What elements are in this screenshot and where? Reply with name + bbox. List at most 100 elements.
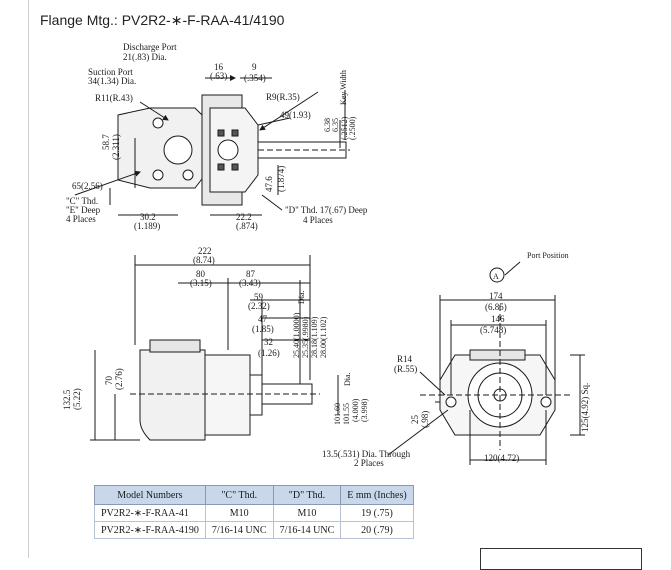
svg-text:21(.83) Dia.: 21(.83) Dia. [123,52,167,62]
svg-text:(1.189): (1.189) [134,221,160,231]
svg-text:(R.55): (R.55) [394,364,417,374]
drawing-frame [28,0,671,558]
svg-text:(2.32): (2.32) [248,301,270,311]
table-row: PV2R2-∗-F-RAA-41 M10 M10 19 (.75) [94,504,414,522]
svg-text:2 Places: 2 Places [354,458,384,468]
svg-text:80: 80 [196,269,206,279]
cell-d-thd: M10 [272,504,342,522]
svg-text:25.35(.9980): 25.35(.9980) [301,316,310,358]
svg-text:(.874): (.874) [236,221,258,231]
side-port [149,339,201,353]
technical-drawing: Discharge Port 21(.83) Dia. Suction Port… [62,42,590,468]
spec-table: Model Numbers "C" Thd. "D" Thd. E mm (In… [94,485,414,539]
svg-text:Dia.: Dia. [297,290,306,304]
svg-text:120(4.72): 120(4.72) [484,453,519,463]
svg-text:58.7: 58.7 [101,134,111,150]
table-header-row: Model Numbers "C" Thd. "D" Thd. E mm (In… [94,485,414,505]
svg-text:(1.85): (1.85) [252,324,274,334]
svg-text:47.6: 47.6 [264,176,274,192]
page-title: Flange Mtg.: PV2R2-∗-F-RAA-41/4190 [40,12,285,28]
port-position-marker [489,267,505,283]
svg-text:(3.998): (3.998) [360,398,369,422]
mount-hole-left [445,396,457,408]
svg-text:(6.85): (6.85) [485,302,507,312]
svg-text:Suction Port: Suction Port [88,67,133,77]
svg-text:9: 9 [252,62,257,72]
svg-text:"C" Thd.: "C" Thd. [66,196,98,206]
svg-text:(.354): (.354) [244,73,266,83]
svg-text:22.2: 22.2 [236,212,252,222]
svg-text:101.55: 101.55 [342,403,351,425]
cell-d-thd: 7/16-14 UNC [272,521,342,539]
svg-text:Port Position: Port Position [527,251,569,260]
svg-text:(8.74): (8.74) [193,255,215,265]
svg-text:R9(R.35): R9(R.35) [266,92,300,102]
header-model: Model Numbers [94,485,206,505]
svg-text:(.2500): (.2500) [348,116,357,140]
svg-text:222: 222 [198,246,212,256]
svg-text:(4.000): (4.000) [351,398,360,422]
svg-text:49(1.93): 49(1.93) [280,110,311,120]
svg-text:59: 59 [254,292,264,302]
svg-text:(3.15): (3.15) [190,278,212,288]
svg-text:4 Places: 4 Places [66,214,96,224]
svg-text:"E" Deep: "E" Deep [66,205,101,215]
svg-text:6.38: 6.38 [323,118,332,132]
svg-text:6.35: 6.35 [331,118,340,132]
svg-text:16: 16 [214,62,224,72]
svg-text:Dia.: Dia. [343,372,352,386]
flange-pilot [217,139,239,161]
svg-text:(5.748): (5.748) [480,325,506,335]
side-flange [204,354,251,436]
side-body [139,349,206,441]
svg-text:R14: R14 [397,354,413,364]
svg-text:13.5(.531) Dia. Through: 13.5(.531) Dia. Through [322,449,411,459]
svg-text:4 Places: 4 Places [303,215,333,225]
svg-text:(1.26): (1.26) [258,348,280,358]
side-view [90,255,339,441]
svg-text:"D" Thd. 17(.67) Deep: "D" Thd. 17(.67) Deep [285,205,368,215]
header-e: E mm (Inches) [340,485,414,505]
front-view [387,261,585,465]
svg-text:A: A [493,272,499,281]
side-view-labels: 222 (8.74) 80 (3.15) 87 (3.43) 59 (2.32)… [62,246,369,425]
mount-hole-right [540,396,552,408]
svg-text:(.98): (.98) [420,411,430,428]
svg-text:32: 32 [264,337,273,347]
svg-text:174: 174 [489,291,503,301]
cell-e: 20 (.79) [340,521,414,539]
header-c-thd: "C" Thd. [204,485,274,505]
svg-text:28.00(1.102): 28.00(1.102) [319,316,328,358]
cell-model: PV2R2-∗-F-RAA-4190 [94,521,206,539]
svg-text:Key Width: Key Width [339,70,348,105]
svg-text:(2.76): (2.76) [114,368,124,390]
front-view-labels: Port Position A 174 (6.85) 146 (5.748) R… [322,251,590,468]
svg-text:Discharge Port: Discharge Port [123,42,177,52]
svg-text:34(1.34) Dia.: 34(1.34) Dia. [88,76,136,86]
svg-text:30.2: 30.2 [140,212,156,222]
header-d-thd: "D" Thd. [272,485,342,505]
svg-text:(1.874): (1.874) [276,166,286,192]
cell-e: 19 (.75) [340,504,414,522]
cell-model: PV2R2-∗-F-RAA-41 [94,504,206,522]
svg-text:125(4.92) Sq.: 125(4.92) Sq. [580,383,590,432]
svg-text:101.60: 101.60 [333,403,342,425]
svg-text:(.63): (.63) [210,71,227,81]
svg-text:87: 87 [246,269,256,279]
svg-text:(5.22): (5.22) [72,388,82,410]
svg-text:(.2512): (.2512) [340,116,349,140]
corner-box [480,548,642,570]
table-row: PV2R2-∗-F-RAA-4190 7/16-14 UNC 7/16-14 U… [94,521,414,539]
svg-text:132.5: 132.5 [62,389,72,410]
svg-text:70: 70 [104,376,114,386]
svg-text:65(2.56): 65(2.56) [72,181,103,191]
svg-text:(2.311): (2.311) [111,134,121,160]
svg-text:25.40(1.0000): 25.40(1.0000) [292,312,301,358]
top-view [74,75,350,216]
svg-text:25: 25 [410,415,420,425]
cell-c-thd: M10 [204,504,274,522]
svg-text:R11(R.43): R11(R.43) [95,93,133,103]
svg-text:146: 146 [491,314,505,324]
cell-c-thd: 7/16-14 UNC [204,521,274,539]
top-view-labels: Discharge Port 21(.83) Dia. Suction Port… [66,42,368,231]
